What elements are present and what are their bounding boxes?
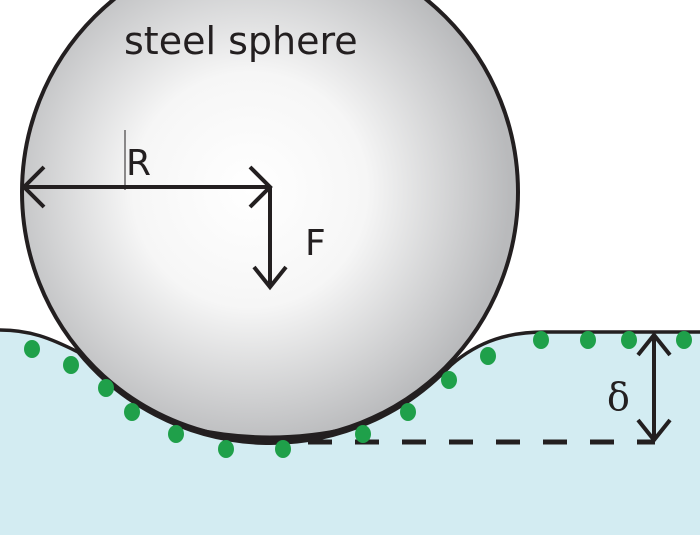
particle — [168, 425, 184, 443]
depth-arrow — [636, 331, 672, 444]
radius-label: R — [126, 143, 151, 184]
force-arrow — [252, 187, 288, 291]
particle — [218, 440, 234, 458]
particle — [63, 356, 79, 374]
particle — [480, 347, 496, 365]
particle — [98, 379, 114, 397]
particle — [533, 331, 549, 349]
force-label: F — [305, 223, 326, 264]
sphere-label: steel sphere — [124, 19, 358, 63]
particle — [124, 403, 140, 421]
particle — [24, 340, 40, 358]
particle — [621, 331, 637, 349]
particles — [24, 331, 692, 458]
particle — [676, 331, 692, 349]
particle — [441, 371, 457, 389]
liquid-surface-line — [0, 328, 700, 446]
contact-line — [189, 426, 351, 439]
liquid-layer — [0, 330, 700, 535]
particle — [355, 425, 371, 443]
particle — [400, 403, 416, 421]
depth-label: δ — [607, 375, 630, 419]
particle — [580, 331, 596, 349]
particle — [275, 440, 291, 458]
